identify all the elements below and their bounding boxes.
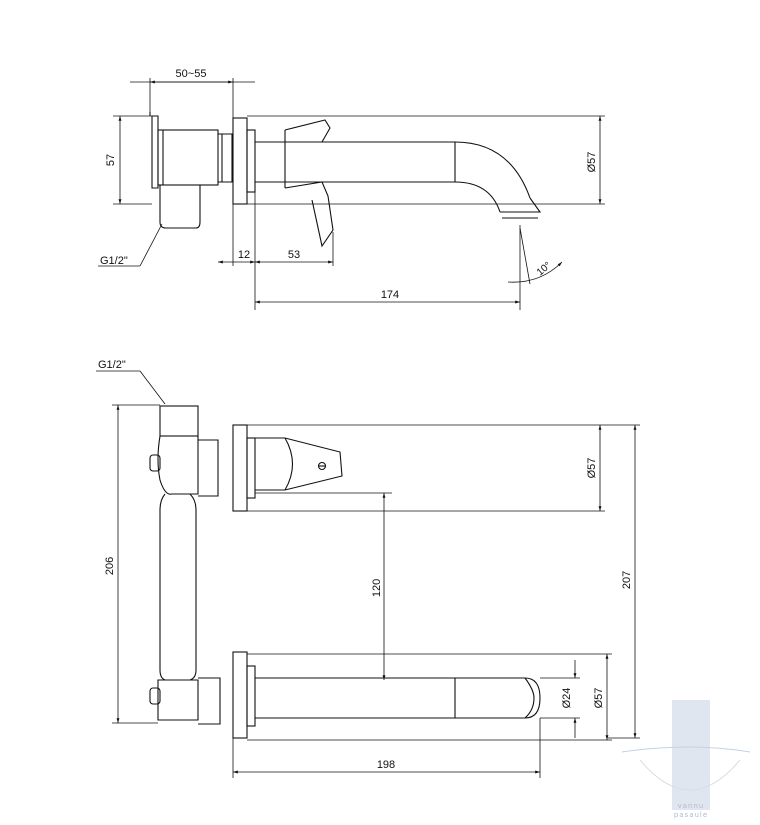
logo-line1: vannu [678, 802, 705, 810]
bottom-front-view [149, 405, 541, 739]
dim-spout-length: 198 [377, 759, 395, 771]
dim-total-height: 206 [104, 557, 116, 575]
dim-flange-dia-top-view: Ø57 [586, 152, 598, 173]
dim-center-spacing: 120 [371, 579, 383, 597]
dim-thread-top: G1/2" [100, 255, 128, 267]
dim-thread-bottom: G1/2" [98, 359, 126, 371]
dim-flange-gap: 12 [238, 249, 250, 261]
dim-overall-height: 207 [621, 571, 633, 589]
top-side-view [149, 112, 542, 248]
dim-lever-offset: 53 [288, 249, 300, 261]
dim-body-height: 57 [105, 154, 117, 166]
dim-mount-depth: 50~55 [176, 68, 207, 80]
dim-angle: 10° [535, 260, 554, 278]
dim-flange-dia-lower: Ø57 [593, 688, 605, 709]
brand-logo: vannu pasaule [621, 700, 751, 819]
dim-spout-reach: 174 [381, 289, 399, 301]
dim-flange-dia-upper: Ø57 [586, 458, 598, 479]
logo-line2: pasaule [674, 811, 708, 819]
bottom-dimension-lines [96, 370, 640, 778]
top-dimension-lines [98, 78, 605, 310]
dim-spout-dia: Ø24 [561, 688, 573, 709]
